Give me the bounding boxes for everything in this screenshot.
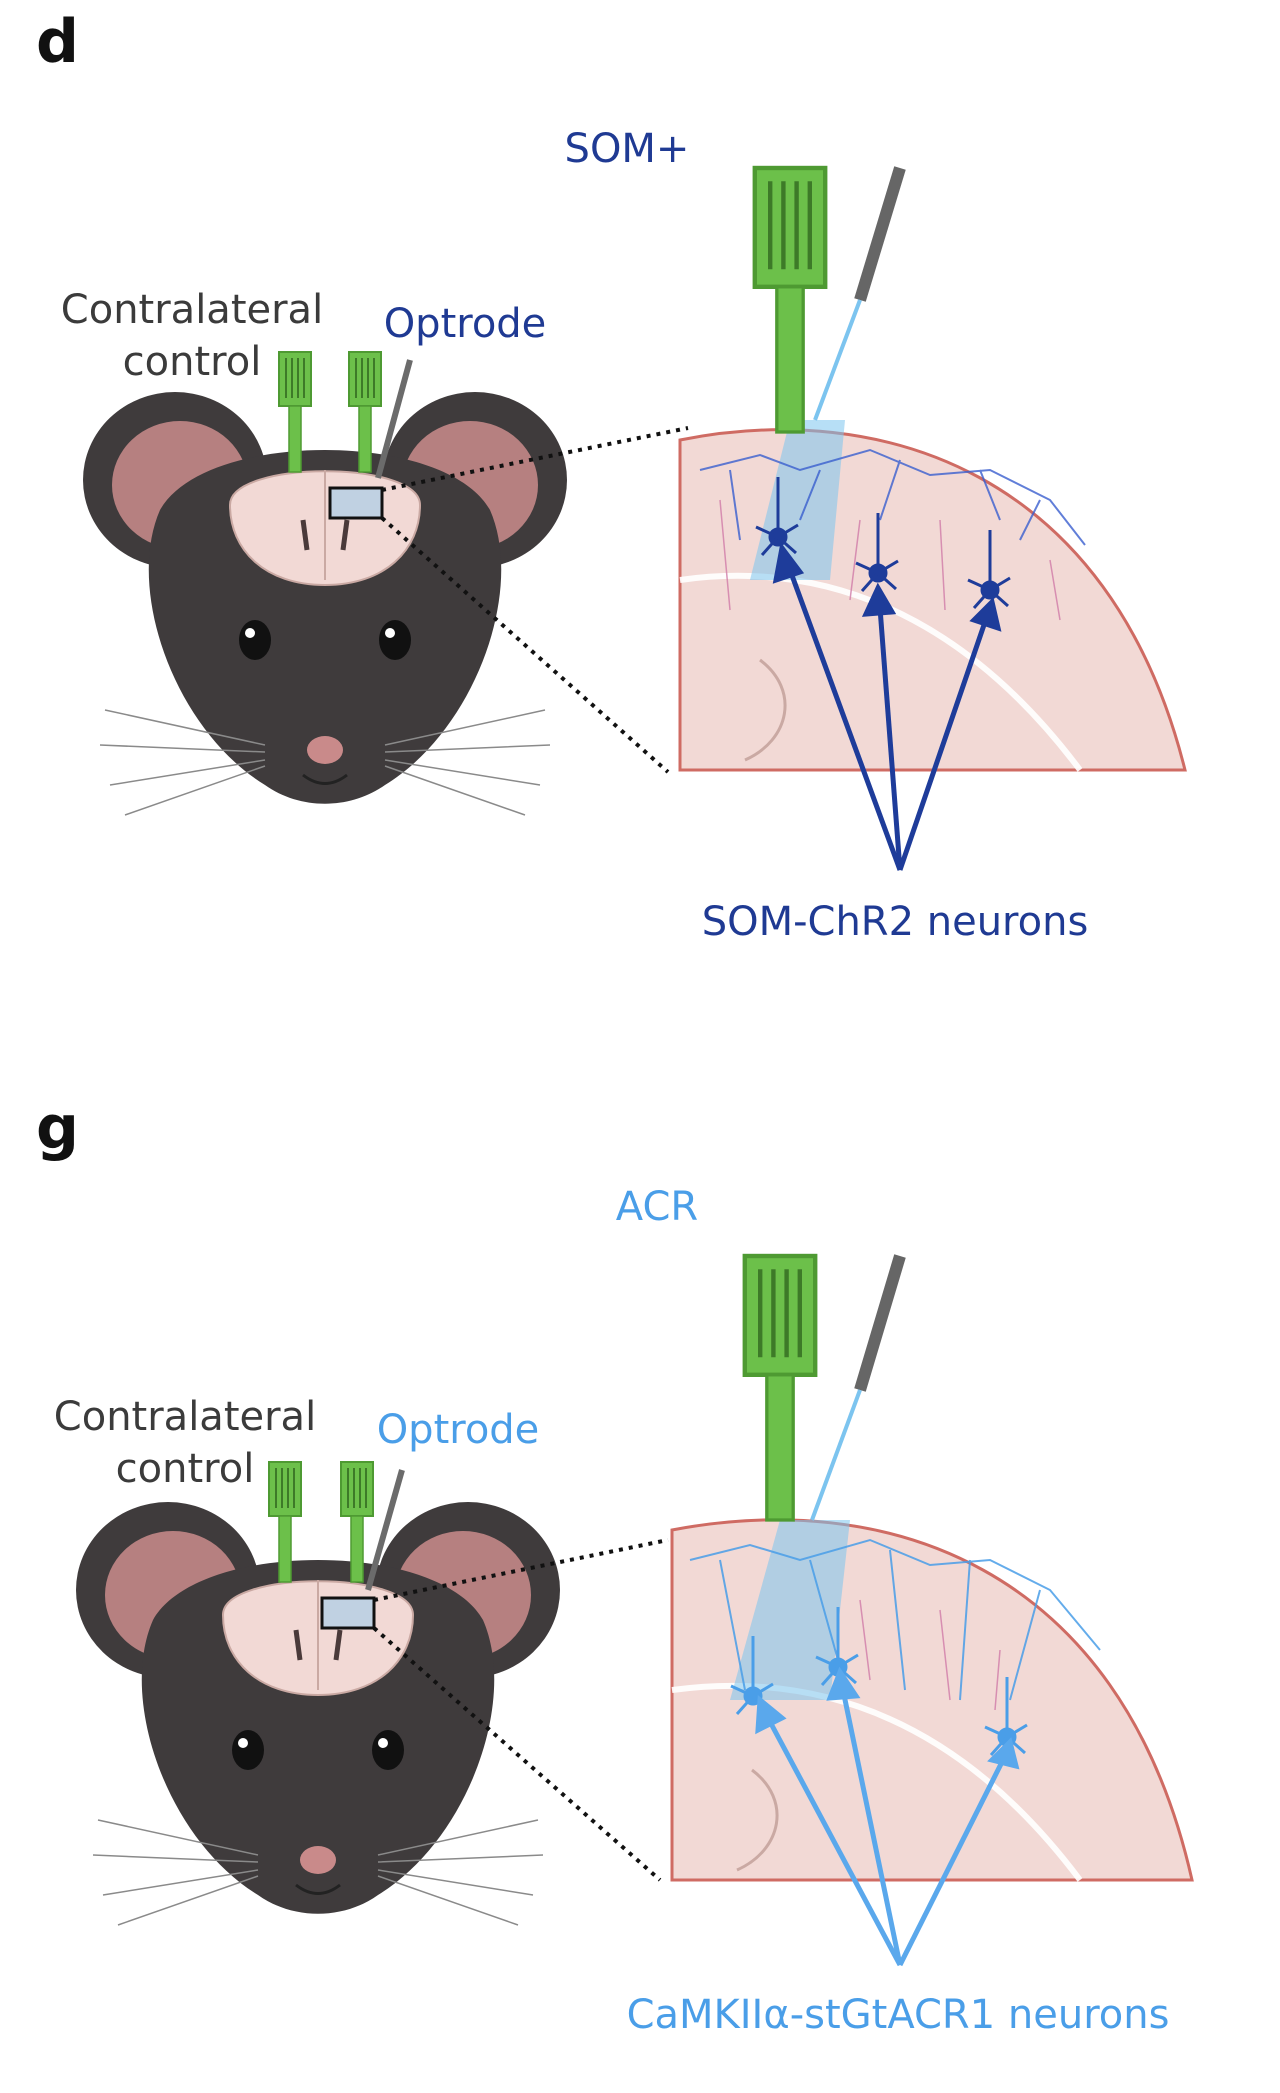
optrode-label: Optrode: [377, 1407, 540, 1453]
group-title: SOM+: [565, 126, 690, 172]
control-label: control: [123, 339, 262, 385]
recording-site-box: [320, 1596, 376, 1630]
panel-letter: d: [36, 7, 79, 77]
group-title: ACR: [616, 1184, 698, 1230]
mouse-head-icon: [76, 1502, 560, 1925]
arrow-icon: [772, 541, 1002, 871]
zoom-lines: [372, 1538, 669, 1882]
silicon-probe-icon: [755, 168, 825, 432]
contralateral-label: Contralateral: [54, 1394, 316, 1440]
cortex-section: [678, 420, 1187, 772]
arrow-icon: [755, 1666, 1020, 1967]
zoom-lines: [380, 426, 689, 774]
optrode-label: Optrode: [384, 301, 547, 347]
optic-fiber-icon: [813, 166, 906, 421]
panel-d: d SOM+ Contralateral control Optrode: [36, 7, 1187, 945]
optic-fiber-icon: [365, 1469, 405, 1591]
panel-letter: g: [36, 1093, 79, 1163]
control-label: control: [116, 1446, 255, 1492]
contralateral-label: Contralateral: [61, 287, 323, 333]
recording-site-box: [328, 486, 384, 520]
mouse-head-icon: [83, 392, 567, 815]
optic-fiber-icon: [375, 359, 413, 479]
silicon-probe-icon: [745, 1256, 815, 1520]
neurons-label: CaMKIIα-stGtACR1 neurons: [627, 1992, 1170, 2038]
panel-g: g ACR Contralateral control Optrode: [36, 1093, 1194, 2038]
neurons-label: SOM-ChR2 neurons: [702, 899, 1089, 945]
cortex-section: [670, 1518, 1194, 1882]
optic-fiber-icon: [810, 1254, 906, 1521]
